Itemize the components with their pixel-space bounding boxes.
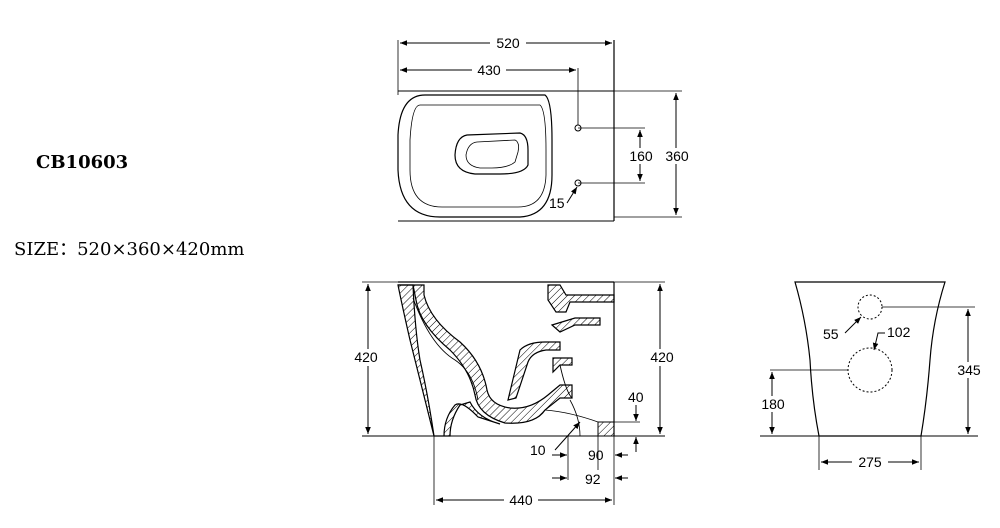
dim-bolt-hole: 15 [549,195,565,211]
size-spec: SIZE：520×360×420mm [14,239,245,260]
dim-outlet-diameter: 102 [887,324,911,340]
dim-water-inlet: 55 [823,326,839,342]
dim-height-left: 420 [354,349,378,365]
dim-outlet-setback: 90 [588,447,604,463]
dim-inner-length: 430 [477,62,501,78]
side-view [362,281,665,505]
dim-outlet-height: 40 [628,389,644,405]
outlet-circle [847,347,893,393]
dim-height-right: 420 [650,349,674,365]
top-view-water-spot [454,132,529,175]
dim-overall-length: 520 [496,35,520,51]
top-view-bowl-outline [397,94,553,218]
model-code: CB10603 [36,152,129,173]
top-view-inner-bowl [409,104,547,208]
dim-outlet-center-height: 180 [761,396,785,412]
top-view [397,40,682,222]
water-inlet-circle [857,294,883,320]
dim-base-radius: 10 [530,442,546,458]
rear-view [760,281,978,470]
dim-overall-width: 360 [665,148,689,164]
side-view-trap [507,341,561,401]
dim-bolt-spacing: 160 [629,148,653,164]
dim-inlet-height: 345 [957,362,981,378]
dim-base-length: 440 [509,492,533,508]
dim-base-width: 275 [858,454,882,470]
outlet-pipe [597,421,615,437]
side-view-outer-shell [398,284,573,424]
rear-view-outline [794,281,946,437]
dim-outlet-offset: 92 [585,471,601,487]
